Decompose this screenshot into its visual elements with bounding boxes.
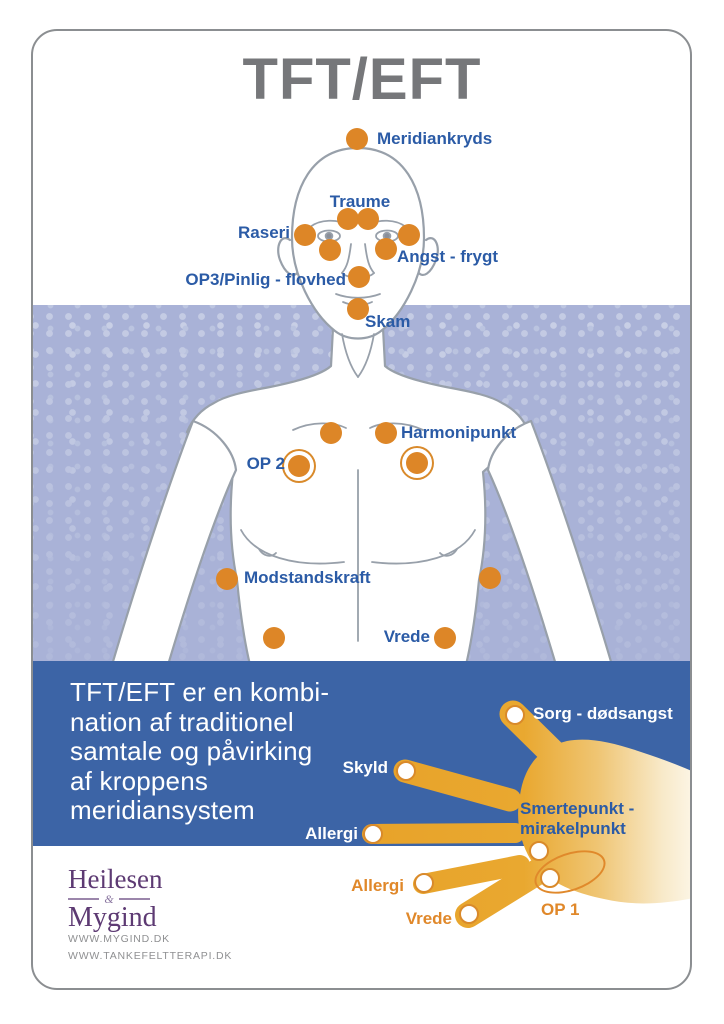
poster-card: TFT/EFT — [31, 29, 692, 990]
info-line: samtale og påvirking — [70, 736, 313, 766]
meridian-point-label: OP3/Pinlig - flovhed — [185, 270, 346, 289]
poster-stage: TFT/EFT — [33, 31, 690, 988]
meridian-point-label: Skyld — [342, 758, 388, 777]
meridian-point-dot — [414, 873, 434, 893]
info-line: meridiansystem — [70, 795, 255, 825]
meridian-point-dot — [434, 627, 456, 649]
logo-name-top: Heilesen — [68, 864, 163, 894]
info-text: TFT/EFT er en kombi- nation af tradition… — [70, 677, 330, 826]
meridian-point-dot — [348, 266, 370, 288]
left-nipple — [258, 548, 277, 557]
thumb — [455, 845, 573, 928]
right-nipple — [439, 548, 458, 557]
meridian-point-label: Allergi — [351, 876, 404, 895]
meridian-point-label: Traume — [329, 192, 391, 211]
meridian-point-dot — [357, 208, 379, 230]
hand-figure — [362, 700, 690, 928]
meridian-point-label: Sorg - dødsangst — [533, 704, 673, 723]
little-finger — [413, 855, 530, 894]
nose-right — [364, 243, 375, 274]
info-line: af kroppens — [70, 765, 209, 796]
meridian-point-dot — [479, 567, 501, 589]
logo-ampersand: & — [104, 892, 114, 906]
page-title: TFT/EFT — [242, 47, 482, 112]
meridian-point-dot — [294, 224, 316, 246]
meridian-point-label: Skam — [365, 312, 411, 331]
logo-rule-right — [118, 898, 150, 900]
hand-shape — [362, 700, 690, 928]
meridian-point-dot — [347, 298, 369, 320]
meridian-point-label: OP 1 — [541, 900, 580, 919]
meridian-point-dot — [337, 208, 359, 230]
meridian-point-label: Raseri — [238, 223, 290, 242]
meridian-point-dot — [459, 904, 479, 924]
meridian-point-label: mirakelpunkt — [520, 819, 626, 838]
meridian-point-dot — [375, 422, 397, 444]
right-arm-silhouette — [486, 419, 614, 667]
logo-rule-left — [68, 898, 100, 900]
right-clavicle — [369, 422, 424, 431]
index-finger — [393, 759, 522, 812]
left-pec-curve — [240, 529, 345, 565]
meridian-point-label: Allergi — [305, 824, 358, 843]
info-line: nation af traditionel — [70, 706, 294, 737]
meridian-point-dot — [263, 627, 285, 649]
info-line: TFT/EFT er en kombi- — [70, 677, 330, 707]
meridian-point-dot — [319, 239, 341, 261]
ring-finger — [362, 823, 525, 844]
url-mygind: WWW.MYGIND.DK — [68, 933, 170, 945]
meridian-point-dot — [346, 128, 368, 150]
meridian-point-dot — [529, 841, 549, 861]
logo-name-bottom: Mygind — [68, 902, 157, 933]
right-ear — [416, 237, 439, 277]
website-urls: WWW.MYGIND.DK WWW.TANKEFELTTERAPI.DK — [68, 931, 232, 965]
meridian-point-dot — [363, 824, 383, 844]
nose-left — [341, 243, 352, 274]
logo-ampersand-row: & — [68, 892, 150, 906]
middle-finger — [499, 700, 589, 789]
left-arm-silhouette — [110, 419, 238, 667]
body-outline-figure — [110, 146, 614, 667]
meridian-point-dot — [320, 422, 342, 444]
neck-line-left — [341, 333, 359, 378]
neck-line-right — [357, 333, 375, 378]
meridian-point-label: Smertepunkt - — [520, 799, 635, 818]
meridian-point-dot — [288, 455, 310, 477]
right-pec-curve — [371, 529, 476, 565]
meridian-point-dot — [396, 761, 416, 781]
meridian-point-label: Harmonipunkt — [401, 423, 517, 442]
meridian-point-dot — [216, 568, 238, 590]
meridian-point-label: Vrede — [405, 909, 452, 928]
meridian-point-dot — [505, 705, 525, 725]
meridian-point-label: Meridiankryds — [377, 129, 493, 148]
meridian-point-dot — [375, 238, 397, 260]
left-ear — [277, 237, 300, 277]
meridian-point-label: Vrede — [383, 627, 430, 646]
meridian-point-label: OP 2 — [246, 454, 285, 473]
brand-logo: Heilesen & Mygind — [68, 864, 163, 933]
left-clavicle — [292, 422, 347, 431]
upper-lip — [335, 293, 381, 299]
head-silhouette — [290, 146, 426, 340]
url-tankefeltterapi: WWW.TANKEFELTTERAPI.DK — [68, 950, 233, 962]
meridian-point-label: Modstandskraft — [244, 568, 371, 587]
meridian-point-dot — [406, 452, 428, 474]
meridian-point-dot — [398, 224, 420, 246]
meridian-point-dot — [540, 868, 560, 888]
meridian-point-label: Angst - frygt — [397, 247, 499, 266]
